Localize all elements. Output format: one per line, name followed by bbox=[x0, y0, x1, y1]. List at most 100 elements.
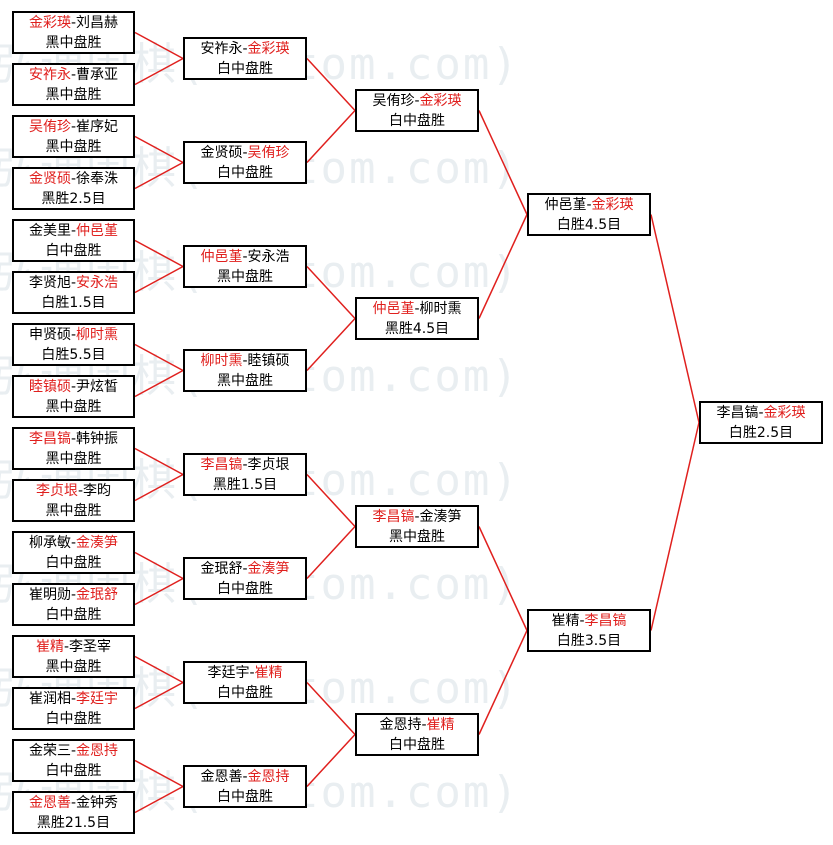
player-name: 李昀 bbox=[83, 482, 112, 499]
winner-name: 吴侑珍 bbox=[28, 118, 71, 135]
match-result: 黑中盘胜 bbox=[45, 86, 102, 103]
winner-name: 仲邑堇 bbox=[76, 222, 119, 239]
match-box-round2-2: 金贤硕-吴侑珍白中盘胜 bbox=[183, 141, 307, 184]
player-name: 崔精 bbox=[551, 612, 580, 629]
match-result: 白胜2.5目 bbox=[728, 424, 794, 441]
winner-name: 李昌镐 bbox=[584, 612, 627, 629]
match-box-round1-13: 崔精-李圣宰黑中盘胜 bbox=[12, 635, 135, 678]
match-result: 黑胜2.5目 bbox=[41, 190, 106, 207]
winner-name: 金湊笋 bbox=[247, 560, 290, 577]
separator: - bbox=[70, 170, 77, 187]
separator: - bbox=[242, 144, 248, 161]
separator: - bbox=[70, 534, 77, 551]
connector-line bbox=[134, 681, 184, 710]
separator: - bbox=[70, 586, 77, 603]
player-name: 金恩持 bbox=[379, 716, 422, 733]
match-players: 李昌镐-李贞垠 bbox=[200, 455, 289, 475]
match-box-round5-1: 李昌镐-金彩瑛白胜2.5目 bbox=[699, 401, 823, 444]
player-name: 李圣宰 bbox=[69, 638, 112, 655]
player-name: 徐奉洙 bbox=[76, 170, 119, 187]
winner-name: 柳时熏 bbox=[76, 326, 119, 343]
match-players: 李贤旭-安永浩 bbox=[29, 273, 118, 293]
separator: - bbox=[242, 40, 248, 57]
separator: - bbox=[70, 66, 77, 83]
match-result: 白中盘胜 bbox=[217, 580, 273, 597]
separator: - bbox=[579, 612, 585, 629]
match-players: 金恩善-金钟秀 bbox=[29, 793, 118, 813]
match-box-round2-8: 金恩善-金恩持白中盘胜 bbox=[183, 765, 307, 808]
winner-name: 金贤硕 bbox=[28, 170, 71, 187]
winner-name: 李昌镐 bbox=[372, 508, 415, 525]
player-name: 崔序妃 bbox=[76, 118, 119, 135]
match-players: 柳时熏-睦镇硕 bbox=[200, 351, 289, 371]
connector-line bbox=[306, 57, 356, 112]
player-name: 李贤旭 bbox=[28, 274, 71, 291]
match-box-round1-8: 睦镇硕-尹炫皙黑中盘胜 bbox=[12, 375, 135, 418]
winner-name: 金恩持 bbox=[76, 742, 119, 759]
separator: - bbox=[70, 742, 77, 759]
separator: - bbox=[70, 690, 77, 707]
winner-name: 金彩瑛 bbox=[28, 14, 71, 31]
match-result: 黑中盘胜 bbox=[217, 372, 273, 389]
winner-name: 李贞垠 bbox=[35, 482, 78, 499]
player-name: 刘昌赫 bbox=[76, 14, 119, 31]
connector-line bbox=[134, 265, 184, 294]
winner-name: 金恩持 bbox=[247, 768, 290, 785]
match-players: 金珉舒-金湊笋 bbox=[200, 559, 289, 579]
match-box-round4-1: 仲邑堇-金彩瑛白胜4.5目 bbox=[527, 193, 651, 236]
player-name: 安祚永 bbox=[200, 40, 243, 57]
match-box-round2-7: 李廷宇-崔精白中盘胜 bbox=[183, 661, 307, 704]
match-result: 白中盘胜 bbox=[217, 684, 273, 701]
match-box-round1-7: 申贤硕-柳时熏白胜5.5目 bbox=[12, 323, 135, 366]
connector-line bbox=[134, 577, 184, 606]
player-name: 睦镇硕 bbox=[247, 352, 290, 369]
match-box-round2-6: 金珉舒-金湊笋白中盘胜 bbox=[183, 557, 307, 600]
connector-line bbox=[306, 265, 356, 320]
player-name: 安永浩 bbox=[247, 248, 290, 265]
match-result: 白胜1.5目 bbox=[41, 294, 106, 311]
connector-line bbox=[134, 57, 184, 86]
match-result: 白中盘胜 bbox=[45, 606, 102, 623]
connector-line bbox=[306, 733, 356, 788]
match-players: 吴侑珍-崔序妃 bbox=[29, 117, 118, 137]
separator: - bbox=[70, 430, 77, 447]
separator: - bbox=[414, 92, 420, 109]
match-box-round1-16: 金恩善-金钟秀黑胜21.5目 bbox=[12, 791, 135, 834]
separator: - bbox=[414, 508, 420, 525]
match-result: 白中盘胜 bbox=[45, 242, 102, 259]
match-players: 崔润相-李廷宇 bbox=[29, 689, 118, 709]
player-name: 尹炫皙 bbox=[76, 378, 119, 395]
match-box-round1-11: 柳承敏-金湊笋白中盘胜 bbox=[12, 531, 135, 574]
separator: - bbox=[586, 196, 592, 213]
separator: - bbox=[242, 768, 248, 785]
separator: - bbox=[70, 222, 77, 239]
connector-line bbox=[478, 630, 528, 735]
winner-name: 崔精 bbox=[426, 716, 455, 733]
connector-line bbox=[134, 161, 184, 190]
connector-line bbox=[650, 214, 700, 423]
connector-line bbox=[306, 473, 356, 528]
match-result: 黑中盘胜 bbox=[45, 502, 102, 519]
match-box-round1-10: 李贞垠-李昀黑中盘胜 bbox=[12, 479, 135, 522]
separator: - bbox=[63, 638, 70, 655]
match-box-round3-1: 吴侑珍-金彩瑛白中盘胜 bbox=[355, 89, 479, 132]
match-box-round1-9: 李昌镐-韩钟振黑中盘胜 bbox=[12, 427, 135, 470]
connector-line bbox=[306, 525, 356, 580]
match-result: 白中盘胜 bbox=[217, 60, 273, 77]
connector-line bbox=[134, 343, 184, 372]
match-players: 崔精-李昌镐 bbox=[551, 611, 626, 631]
winner-name: 金彩瑛 bbox=[591, 196, 634, 213]
winner-name: 金珉舒 bbox=[76, 586, 119, 603]
connector-line bbox=[134, 135, 184, 164]
separator: - bbox=[242, 456, 248, 473]
match-result: 黑胜1.5目 bbox=[212, 476, 278, 493]
match-result: 黑胜4.5目 bbox=[384, 320, 450, 337]
match-players: 金恩善-金恩持 bbox=[200, 767, 289, 787]
match-players: 仲邑堇-金彩瑛 bbox=[544, 195, 633, 215]
player-name: 金珉舒 bbox=[200, 560, 243, 577]
match-result: 黑中盘胜 bbox=[45, 450, 102, 467]
player-name: 李贞垠 bbox=[247, 456, 290, 473]
match-box-round1-14: 崔润相-李廷宇白中盘胜 bbox=[12, 687, 135, 730]
match-result: 白胜4.5目 bbox=[556, 216, 622, 233]
